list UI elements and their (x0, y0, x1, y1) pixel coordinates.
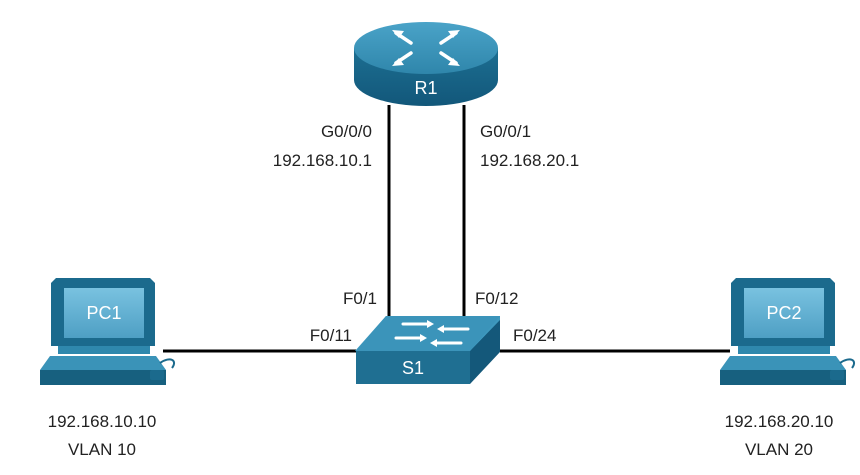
pc2-ip-label: 192.168.20.10 (725, 412, 834, 431)
pc-icon (720, 278, 856, 385)
s1-f011-port-label: F0/11 (310, 326, 352, 345)
pc2-vlan-label: VLAN 20 (745, 440, 813, 459)
router-icon (354, 22, 498, 106)
s1-f01-port-label: F0/1 (343, 289, 377, 308)
router-name-label: R1 (414, 78, 437, 98)
s1-f024-port-label: F0/24 (513, 326, 556, 345)
pc-pc1[interactable]: PC1 (40, 278, 176, 385)
s1-f012-port-label: F0/12 (475, 289, 518, 308)
r1-g000-port-label: G0/0/0 (321, 122, 372, 141)
r1-g001-port-label: G0/0/1 (480, 122, 531, 141)
r1-g000-ip-label: 192.168.10.1 (273, 151, 372, 170)
pc-icon (40, 278, 176, 385)
r1-g001-ip-label: 192.168.20.1 (480, 151, 579, 170)
switch-name-label: S1 (402, 358, 424, 378)
pc2-name-label: PC2 (766, 303, 801, 323)
switch-icon (355, 316, 500, 384)
router-r1[interactable]: R1 (354, 22, 498, 106)
pc-pc2[interactable]: PC2 (720, 278, 856, 385)
pc1-name-label: PC1 (86, 303, 121, 323)
pc1-vlan-label: VLAN 10 (68, 440, 136, 459)
switch-s1[interactable]: S1 (355, 316, 500, 384)
pc1-ip-label: 192.168.10.10 (48, 412, 157, 431)
